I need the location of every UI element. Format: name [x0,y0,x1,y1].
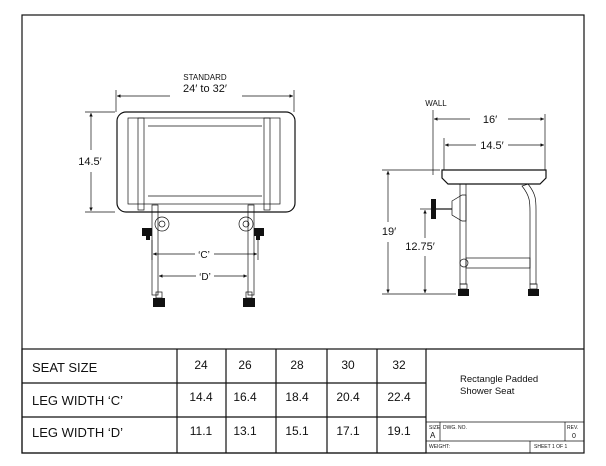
title-block: Rectangle Padded Shower Seat SIZE A DWG.… [426,348,584,453]
table-cell: 24 [194,358,208,372]
table-cell: 16.4 [233,390,257,404]
title-line-2: Shower Seat [460,386,515,397]
seat-pad-side [441,169,547,185]
table-cell: 32 [392,358,406,372]
height-label: 14.5′ [78,156,101,168]
seat-frame-front [127,117,281,205]
height-mount-label: 12.75′ [405,241,435,253]
size-label: SIZE [429,425,441,431]
table-cell: 30 [341,358,355,372]
depth-total-label: 16′ [483,114,497,126]
row-label-leg-d: LEG WIDTH ‘D’ [32,425,123,440]
size-value: A [430,431,436,440]
wall-label: WALL [425,99,447,108]
width-range-label: 24′ to 32′ [183,83,227,95]
weight-label: WEIGHT: [429,444,450,450]
row-label-leg-c: LEG WIDTH ‘C’ [32,393,123,408]
title-line-1: Rectangle Padded [460,374,538,385]
seat-pad-front [116,111,296,213]
front-leg [521,183,537,285]
leg-c-label: ‘C’ [198,250,210,261]
sheet-label: SHEET 1 OF 1 [534,444,567,450]
right-leg [247,204,255,296]
rev-label: REV. [567,425,578,431]
front-foot [528,289,539,296]
table-cell: 22.4 [387,390,411,404]
table-cell: 19.1 [387,424,411,438]
table-cell: 28 [290,358,304,372]
table-cell: 20.4 [336,390,360,404]
right-foot [243,298,255,307]
size-table: SEAT SIZE LEG WIDTH ‘C’ LEG WIDTH ‘D’ 24… [21,348,427,454]
dwg-no-label: DWG. NO. [443,425,467,431]
table-cell: 15.1 [285,424,309,438]
left-leg [151,204,159,296]
left-foot [153,298,165,307]
front-view: STANDARD 24′ to 32′ 14.5′ [78,73,296,307]
table-cell: 17.1 [336,424,360,438]
rev-value: 0 [572,433,576,440]
table-cell: 18.4 [285,390,309,404]
row-label-seat-size: SEAT SIZE [32,360,98,375]
table-cell: 26 [238,358,252,372]
rear-leg [459,183,467,285]
depth-seat-label: 14.5′ [480,140,503,152]
table-cell: 14.4 [189,390,213,404]
standard-label: STANDARD [183,73,227,82]
rear-foot [458,289,469,296]
side-view: WALL 16′ 14.5′ 19′ [382,99,547,296]
height-total-label: 19′ [382,226,396,238]
leg-d-label: ‘D’ [199,272,211,283]
table-cell: 13.1 [233,424,257,438]
table-cell: 11.1 [190,424,213,438]
